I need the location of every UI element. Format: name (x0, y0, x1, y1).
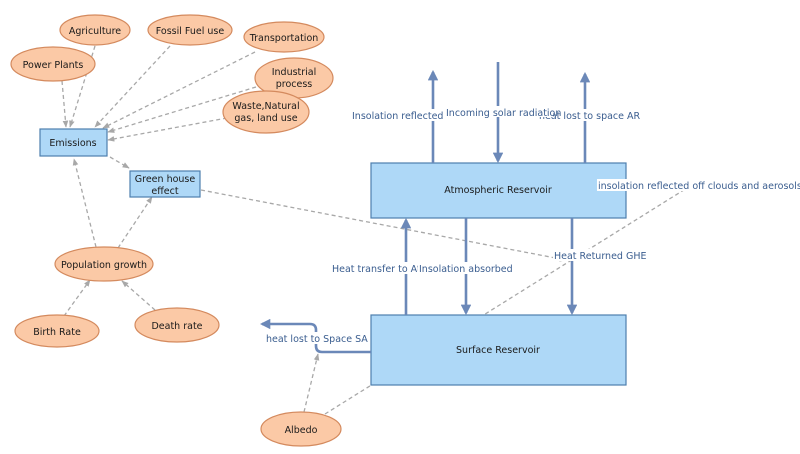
population-growth-label: Population growth (61, 260, 147, 271)
albedo-label: Albedo (285, 425, 318, 436)
label-insolation-reflected: Insolation reflected (352, 111, 443, 122)
surface-reservoir-label: Surface Reservoir (456, 345, 540, 356)
variable-green-house-effect[interactable]: Green house effect (129, 170, 201, 198)
atmospheric-reservoir[interactable]: Atmospheric Reservoir (370, 162, 627, 219)
fossil-fuel-use-label: Fossil Fuel use (156, 26, 225, 37)
variable-population-growth[interactable]: Population growth (54, 246, 154, 282)
atmospheric-reservoir-label: Atmospheric Reservoir (444, 185, 552, 196)
waste-label-line1: Waste,Natural (232, 101, 299, 112)
link-albedo-heat-lost-sa (303, 353, 320, 413)
link-population-emissions (72, 158, 97, 248)
variable-birth-rate[interactable]: Birth Rate (14, 314, 100, 348)
link-industrial-emissions (107, 86, 257, 133)
link-population-greenhouse (117, 196, 153, 249)
variable-agriculture[interactable]: Agriculture (59, 14, 131, 46)
label-heat-returned-ghe: Heat Returned GHE (554, 251, 646, 262)
label-heat-lost-to-space-ar: heat lost to space AR (539, 111, 641, 122)
link-power-plants-emissions (61, 80, 69, 128)
variable-emissions[interactable]: Emissions (39, 128, 108, 157)
label-insolation-absorbed: Insolation absorbed (419, 264, 513, 275)
flow-labels: Insolation reflected heat lost to space … (265, 106, 800, 345)
green-house-label-line1: Green house (135, 174, 196, 185)
industrial-process-label-line1: Industrial (272, 67, 317, 78)
link-waste-emissions (107, 117, 228, 142)
link-birthrate-population (63, 279, 91, 317)
label-heat-transfer-to-at: Heat transfer to At (332, 264, 421, 275)
agriculture-label: Agriculture (69, 26, 121, 37)
variable-power-plants[interactable]: Power Plants (10, 46, 96, 82)
variable-fossil-fuel-use[interactable]: Fossil Fuel use (147, 14, 233, 46)
link-transportation-emissions (102, 51, 256, 129)
label-heat-lost-to-space-sa: heat lost to Space SA (266, 334, 368, 345)
variable-death-rate[interactable]: Death rate (134, 307, 220, 343)
emissions-label: Emissions (49, 138, 96, 149)
power-plants-label: Power Plants (23, 60, 84, 71)
variable-waste-natural-gas-land-use[interactable]: Waste,Natural gas, land use (222, 90, 310, 134)
death-rate-label: Death rate (151, 321, 202, 332)
variable-albedo[interactable]: Albedo (260, 411, 342, 447)
industrial-process-label-line2: process (276, 79, 313, 90)
waste-label-line2: gas, land use (234, 113, 297, 124)
birth-rate-label: Birth Rate (33, 327, 81, 338)
link-deathrate-population (121, 280, 156, 311)
variable-industrial-process[interactable]: Industrial process (254, 57, 334, 99)
variable-transportation[interactable]: Transportation (243, 21, 325, 53)
label-incoming-solar-radiation: Incoming solar radiation (446, 108, 561, 119)
label-insolation-reflected-clouds: insolation reflected off clouds and aero… (598, 181, 800, 192)
link-greenhouse-heat-returned (200, 189, 567, 262)
link-emissions-greenhouse (109, 156, 130, 169)
link-fossil-fuel-emissions (94, 45, 171, 128)
green-house-label-line2: effect (151, 186, 178, 197)
transportation-label: Transportation (249, 33, 319, 44)
surface-reservoir[interactable]: Surface Reservoir (370, 314, 627, 386)
